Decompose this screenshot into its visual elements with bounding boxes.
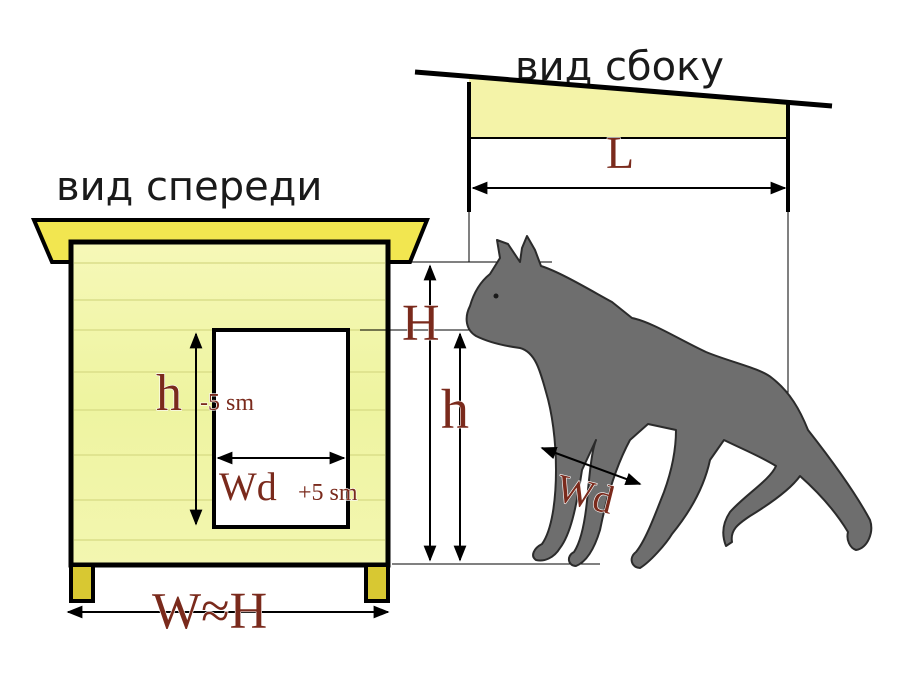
width-formula-label: W≈H — [152, 583, 267, 640]
door-height-offset: -5 sm — [200, 390, 254, 416]
front-right-leg — [364, 563, 390, 603]
door-opening — [212, 328, 350, 529]
door-width-offset: +5 sm — [298, 480, 358, 506]
h-label: h — [441, 379, 469, 441]
front-view-caption: вид спереди — [56, 164, 322, 210]
front-left-leg — [69, 563, 95, 603]
dog-eye — [493, 293, 499, 299]
door-height-label: h — [156, 365, 182, 422]
length-label: L — [606, 127, 634, 178]
door-width-label: Wd — [219, 464, 277, 509]
side-view-doghouse — [414, 69, 833, 400]
dog-silhouette — [465, 235, 873, 569]
dog-width-arrow — [540, 446, 642, 486]
side-roof-line — [414, 69, 833, 109]
side-roof-panel — [469, 78, 788, 138]
H-label: H — [402, 295, 440, 352]
